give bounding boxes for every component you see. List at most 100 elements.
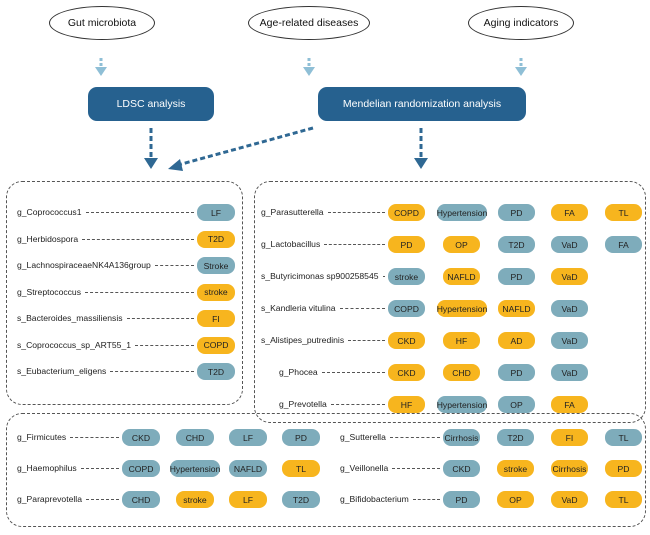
connector-line — [348, 340, 385, 341]
trait-pill: VaD — [551, 236, 588, 253]
trait-pill: VaD — [551, 268, 588, 285]
connector-line — [82, 238, 194, 240]
trait-pill: OP — [443, 236, 480, 253]
trait-pill: CKD — [388, 332, 425, 349]
taxon-label: g_Herbidospora — [17, 233, 79, 244]
trait-pill: AD — [498, 332, 535, 349]
trait-pill: PD — [498, 364, 535, 381]
trait-pill: FI — [551, 429, 588, 446]
connector-line — [324, 244, 385, 245]
method-label: LDSC analysis — [116, 98, 186, 110]
source-label: Gut microbiota — [67, 17, 137, 29]
ldsc-analysis-box: LDSC analysis — [88, 87, 214, 121]
trait-pill: Cirrhosis — [551, 460, 588, 477]
trait-pill: OP — [498, 396, 535, 413]
trait-pill: VaD — [551, 364, 588, 381]
method-label: Mendelian randomization analysis — [342, 98, 502, 110]
ldsc-results-panel — [6, 181, 243, 405]
connector-line — [339, 308, 385, 309]
trait-pill: TL — [605, 491, 642, 508]
connector-line — [154, 265, 194, 266]
connector-line — [392, 468, 440, 469]
trait-pill: LF — [229, 491, 267, 508]
light-arrow — [95, 58, 107, 76]
trait-pill: T2D — [498, 236, 535, 253]
mendelian-randomization-box: Mendelian randomization analysis — [318, 87, 526, 121]
trait-pill: NAFLD — [498, 300, 535, 317]
source-label: Aging indicators — [483, 17, 559, 29]
trait-pill: CKD — [122, 429, 160, 446]
trait-pill: VaD — [551, 300, 588, 317]
taxon-label: s_Eubacterium_eligens — [17, 366, 107, 376]
taxon-label: g_Sutterella — [340, 432, 386, 442]
taxon-label: g_Coprococcus1 — [17, 207, 82, 217]
trait-pill: CHD — [443, 364, 480, 381]
source-age-related-diseases: Age-related diseases — [248, 6, 370, 40]
trait-pill: HF — [443, 332, 480, 349]
connector-line — [85, 212, 194, 213]
trait-pill: T2D — [197, 363, 235, 380]
trait-pill: stroke — [197, 283, 235, 301]
connector-line — [321, 372, 385, 373]
trait-pill: TL — [282, 460, 320, 477]
trait-pill: T2D — [497, 429, 534, 446]
trait-pill: LF — [197, 204, 235, 221]
trait-pill: NAFLD — [229, 460, 267, 477]
dark-arrow-mr-to-ldsc — [168, 126, 314, 171]
taxon-label: g_Phocea — [279, 367, 318, 377]
trait-pill: COPD — [122, 460, 160, 477]
taxon-label: g_Parasutterella — [261, 207, 324, 217]
trait-pill: COPD — [388, 204, 425, 221]
trait-pill: Hypertension — [437, 300, 487, 317]
taxon-label: g_Paraprevotella — [17, 494, 82, 504]
trait-pill: CHD — [176, 429, 214, 446]
trait-pill: stroke — [176, 491, 214, 508]
connector-line — [412, 499, 440, 500]
taxon-label: g_Prevotella — [279, 399, 327, 409]
taxon-label: g_Streptococcus — [17, 286, 82, 297]
trait-pill: PD — [443, 491, 480, 508]
trait-pill: stroke — [388, 268, 425, 285]
trait-pill: TL — [605, 429, 642, 446]
trait-pill: CHD — [122, 491, 160, 508]
trait-pill: Hypertension — [437, 396, 487, 413]
trait-pill: CKD — [388, 364, 425, 381]
taxon-label: s_Bacteroides_massiliensis — [17, 313, 123, 323]
trait-pill: FA — [551, 396, 588, 413]
taxon-label: g_Lactobacillus — [261, 239, 321, 249]
trait-pill: COPD — [197, 336, 235, 354]
trait-pill: Stroke — [197, 257, 235, 274]
taxon-label: g_Veillonella — [340, 463, 389, 473]
trait-pill: T2D — [282, 491, 320, 508]
trait-pill: VaD — [551, 332, 588, 349]
trait-pill: PD — [498, 268, 535, 285]
trait-pill: LF — [229, 429, 267, 446]
connector-line — [80, 468, 119, 469]
trait-pill: PD — [498, 204, 535, 221]
trait-pill: T2D — [197, 230, 235, 248]
connector-line — [327, 212, 385, 213]
trait-pill: CKD — [443, 460, 480, 477]
trait-pill: Hypertension — [170, 460, 220, 477]
shared-results-panel — [6, 413, 646, 527]
taxon-label: g_Firmicutes — [17, 432, 67, 442]
taxon-label: s_Butyricimonas sp900258545 — [261, 271, 379, 281]
taxon-label: s_Alistipes_putredinis — [261, 335, 345, 345]
connector-line — [382, 276, 385, 277]
trait-pill: PD — [605, 460, 642, 477]
connector-line — [135, 344, 194, 346]
trait-pill: COPD — [388, 300, 425, 317]
taxon-label: g_Haemophilus — [17, 463, 77, 473]
trait-pill: VaD — [551, 491, 588, 508]
connector-line — [389, 437, 440, 438]
dark-arrow-mr — [414, 128, 428, 169]
connector-line — [110, 371, 194, 372]
taxon-label: s_Coprococcus_sp_ART55_1 — [17, 339, 132, 350]
trait-pill: PD — [282, 429, 320, 446]
trait-pill: FA — [551, 204, 588, 221]
trait-pill: FA — [605, 236, 642, 253]
connector-line — [126, 318, 194, 319]
mr-results-panel — [254, 181, 646, 423]
